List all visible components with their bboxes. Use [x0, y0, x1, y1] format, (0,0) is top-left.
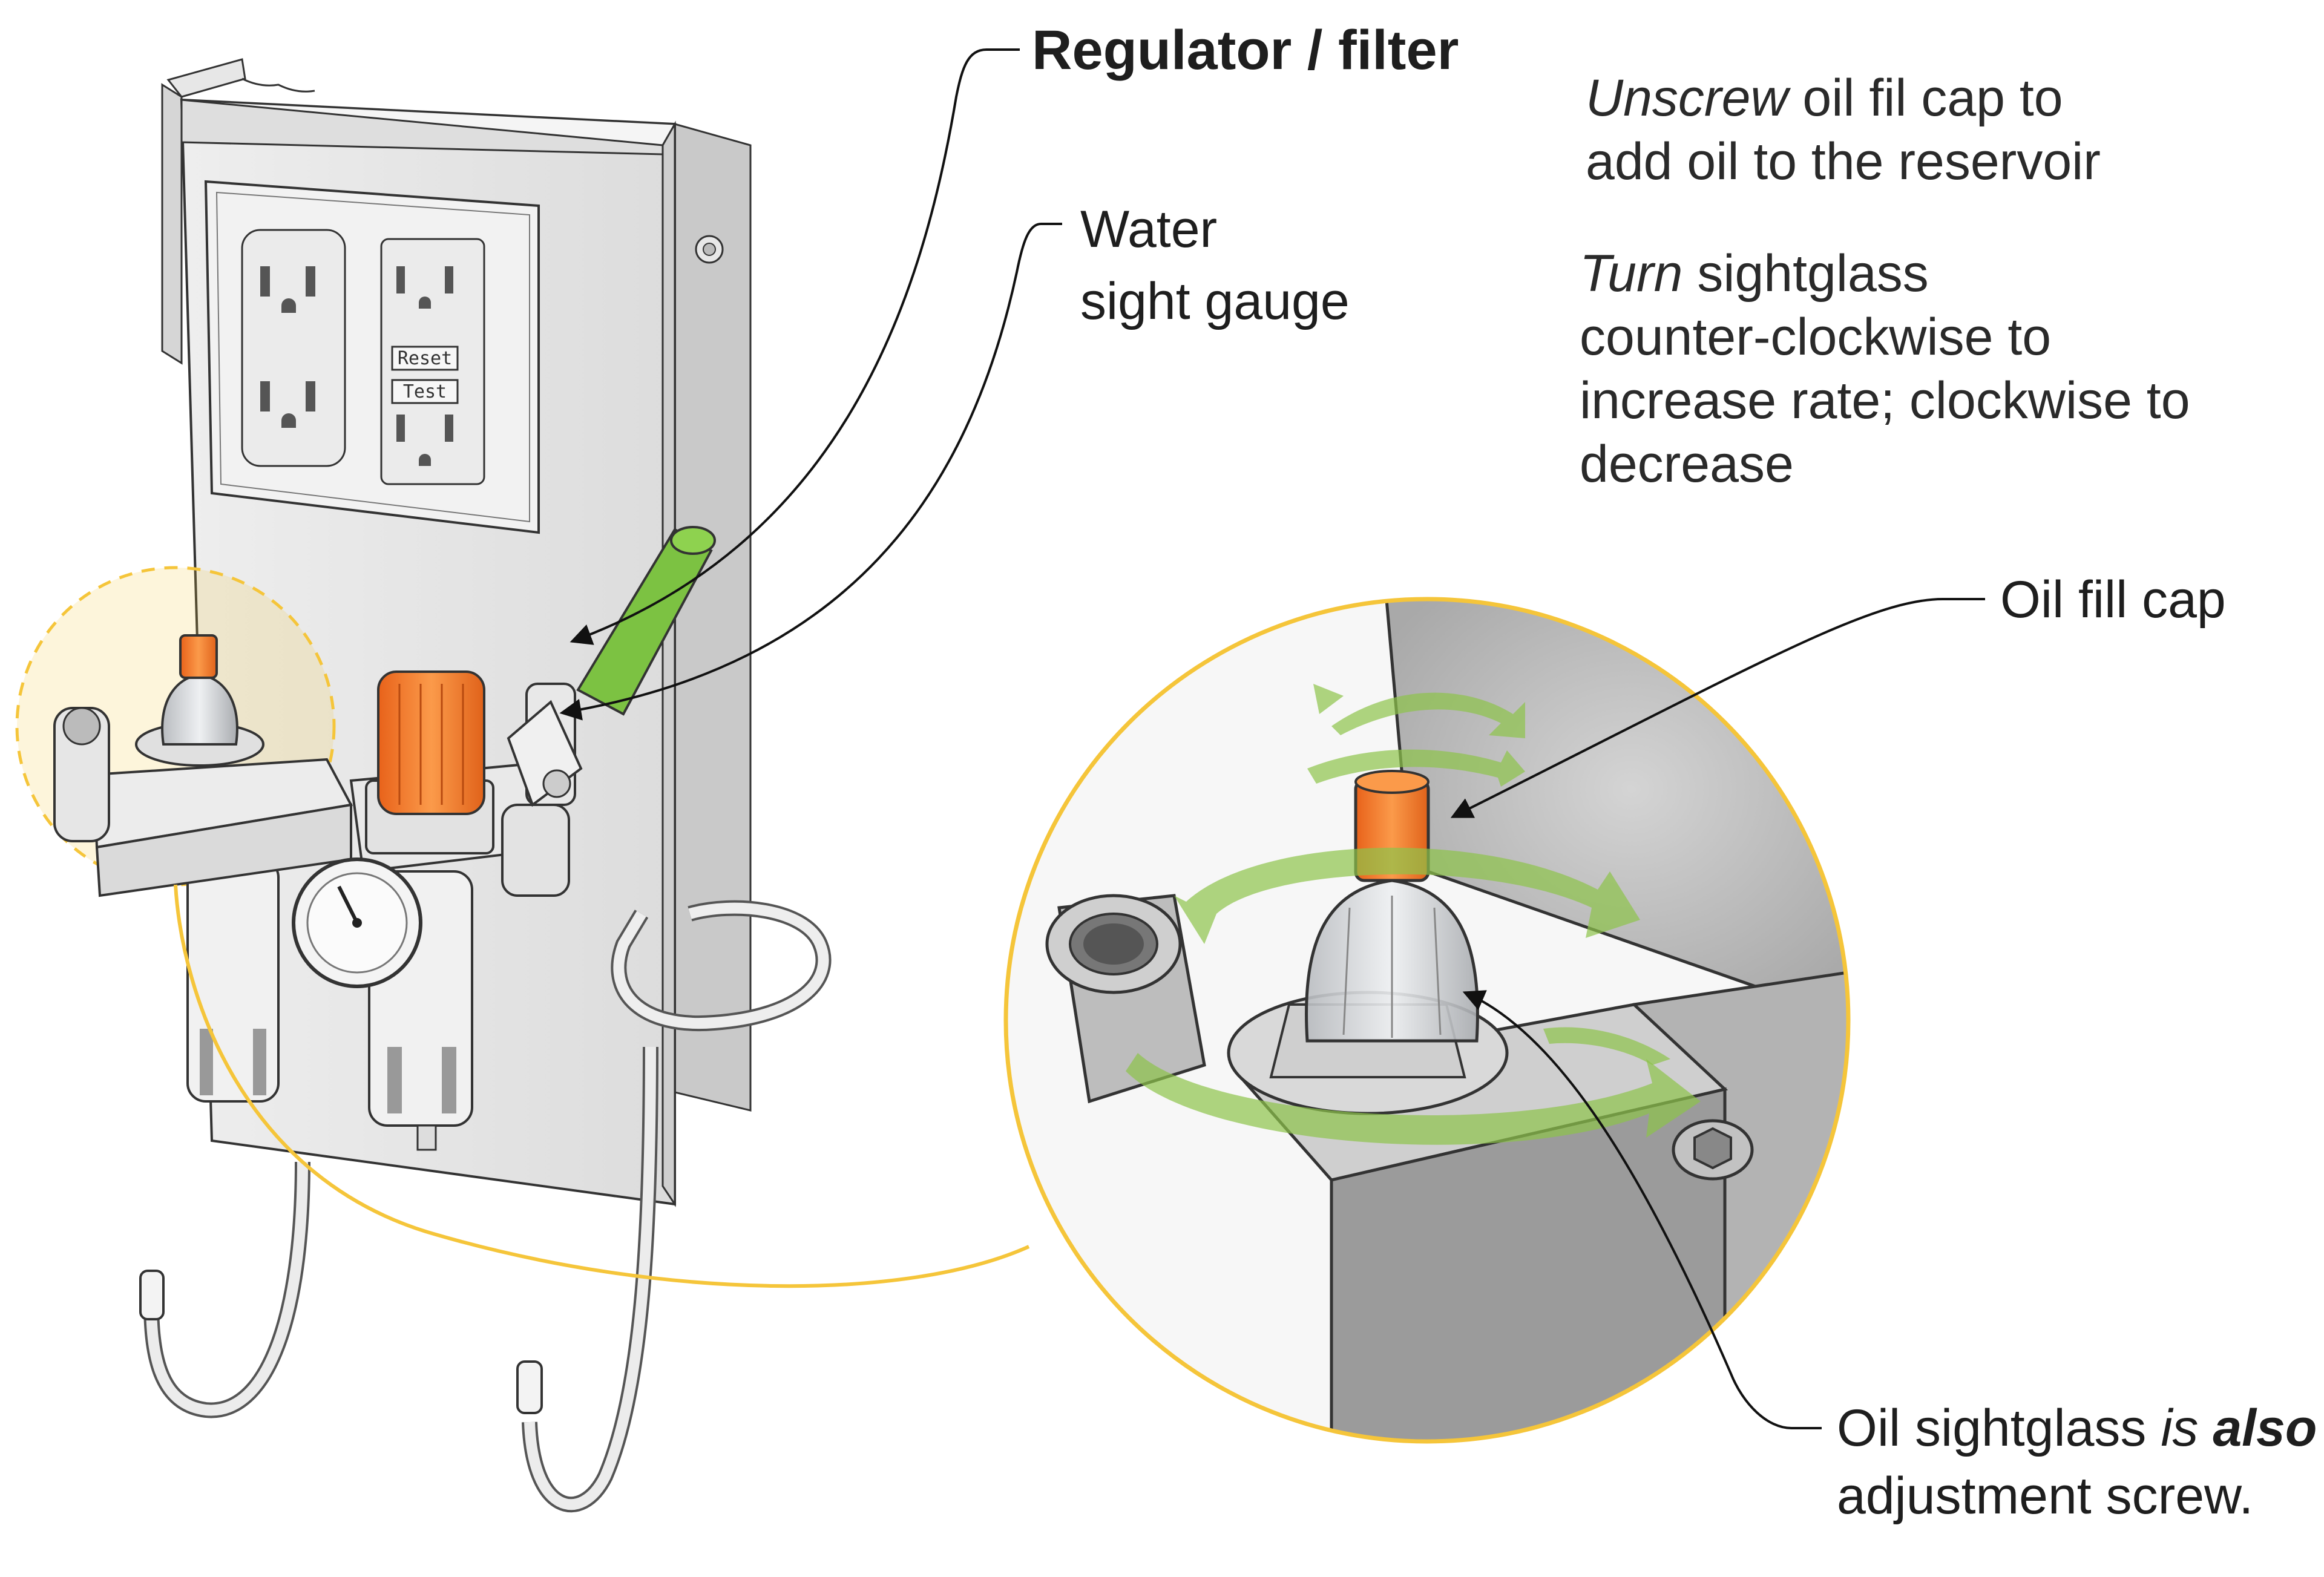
receptacle-bottom-left [260, 381, 315, 428]
leader-sightglass [1462, 990, 1822, 1429]
manifold [53, 707, 570, 897]
turn-line1-rest: sightglass [1682, 244, 1929, 303]
turn-verb: Turn [1580, 244, 1683, 303]
turn-line4: decrease [1580, 434, 1794, 493]
leader-lines [559, 48, 1985, 1429]
test-label: Test [403, 381, 447, 402]
threaded-port [1045, 894, 1206, 1104]
oil-sightglass-label: Oil sightglass is also adjustment screw. [1837, 1395, 2317, 1530]
zoom-detail [1003, 597, 1851, 1444]
gfci-receptacle-top [396, 266, 453, 309]
water-label-line2: sight gauge [1080, 272, 1350, 330]
turn-line1: Turn sightglass [1580, 242, 2190, 306]
turn-instruction: Turn sightglass counter-clockwise to inc… [1580, 242, 2190, 496]
water-sight-gauge-label: Water sight gauge [1080, 194, 1350, 337]
outlet-faceplate: Reset Test [204, 180, 540, 534]
regulator [365, 670, 494, 854]
sightglass-text-a: Oil sightglass [1837, 1399, 2161, 1457]
unscrew-line1: Unscrew oil fil cap to [1586, 67, 2101, 130]
gfci-receptacle-bottom [396, 415, 453, 466]
back-plate [161, 58, 752, 1112]
sightglass-label-line2: adjustment screw. [1837, 1466, 2254, 1525]
filter-bowls [186, 858, 473, 1151]
gfci-test-button: Test [391, 379, 459, 404]
hose-hanger [611, 900, 832, 1032]
reset-label: Reset [398, 348, 452, 369]
unscrew-verb: Unscrew [1586, 69, 1788, 127]
water-label-line1: Water [1080, 200, 1218, 258]
gfci-reset-button: Reset [391, 346, 459, 371]
receptacle-top-left [260, 266, 315, 313]
air-hoses [139, 1046, 658, 1513]
unscrew-line2: add oil to the reservoir [1586, 132, 2101, 191]
zoom-connector-line [174, 884, 1030, 1288]
unscrew-line1-rest: oil fil cap to [1788, 69, 2063, 127]
unscrew-instruction: Unscrew oil fil cap to add oil to the re… [1586, 67, 2101, 194]
lubricator-small [135, 634, 264, 767]
oil-fill-cap-label: Oil fill cap [2000, 571, 2226, 629]
turn-line3: increase rate; clockwise to [1580, 371, 2190, 430]
lubricator-assembly-illustration: Reset Test [15, 58, 832, 1513]
leader-oil-fill-cap [1450, 598, 1985, 818]
leader-water-gauge [559, 223, 1062, 721]
turn-line2: counter-clockwise to [1580, 307, 2052, 366]
rotation-arrows [1126, 684, 1701, 1145]
pressure-gauge [292, 857, 422, 988]
green-handle [576, 526, 716, 716]
regulator-filter-label: Regulator / filter [1032, 19, 1459, 81]
sightglass-text-also: also [2198, 1399, 2317, 1457]
sightglass-text-is: is [2161, 1399, 2199, 1457]
sightglass-label-line1: Oil sightglass is also [1837, 1395, 2317, 1463]
leader-regulator [570, 48, 1020, 645]
